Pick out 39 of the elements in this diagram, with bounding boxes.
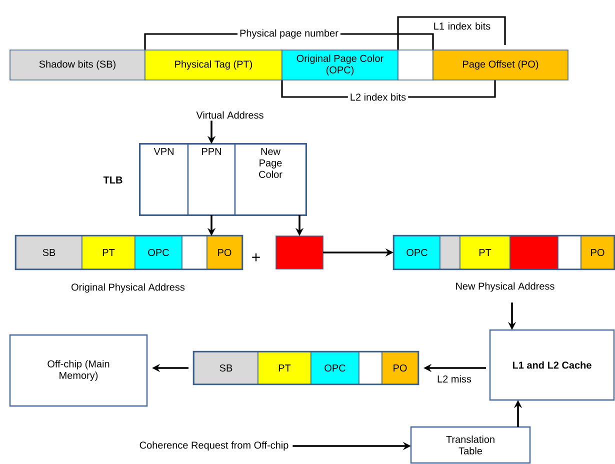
address-field: Shadow bits (SB) [10,50,146,80]
plus-sign: + [249,251,263,265]
address-field [558,236,582,270]
edge-label: L2 miss [436,374,472,384]
address-field: SB [194,352,258,384]
address-field [182,236,208,270]
table-cell: VPN [139,143,189,216]
address-bar [192,350,420,386]
address-field: PO [580,236,614,270]
address-field: Page Offset (PO) [432,50,568,80]
table-cell: PPN [187,143,236,216]
address-field: PT [258,352,312,384]
address-caption: New Physical Address [456,282,554,292]
address-field: SB [16,236,82,270]
address-field: PO [382,352,418,384]
address-field: OPC [310,352,360,384]
address-field [358,352,382,384]
address-caption: Original Physical Address [72,283,185,293]
address-field: PO [206,236,242,270]
table-box: Translation Table [410,426,531,464]
table-label: TLB [103,176,122,184]
input-label: Coherence Request from Off-chip [140,441,288,451]
input-label: Virtual Address [196,111,264,119]
table-cell: New Page Color [234,143,307,216]
address-field: Physical Tag (PT) [144,50,282,80]
bracket-label: L1 index bits [430,20,494,32]
address-field [398,50,434,80]
bracket-label: Physical page number [238,27,340,41]
address-field: OPC [394,236,440,270]
address-field: PT [460,236,510,270]
color-block [276,236,324,270]
address-field [440,236,460,270]
bracket-label: L2 index bits [348,91,408,103]
address-field [510,236,558,270]
address-field: Original Page Color (OPC) [282,50,398,80]
memory-box: Off-chip (Main Memory) [9,334,148,407]
address-field: OPC [134,236,182,270]
cache-box: L1 and L2 Cache [489,329,615,401]
address-field: PT [82,236,136,270]
